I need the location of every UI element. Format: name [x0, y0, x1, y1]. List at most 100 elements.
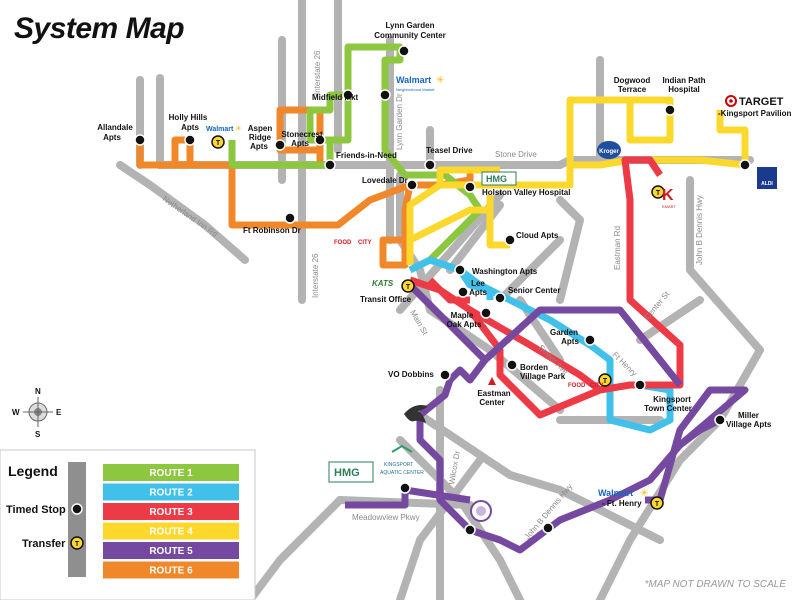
timed-stop[interactable] — [464, 524, 476, 536]
svg-text:T: T — [75, 541, 80, 548]
svg-text:✳: ✳ — [640, 488, 648, 499]
street-label-wilcox: Wilcox Dr — [447, 450, 462, 486]
street-label-eastman: Eastman Rd — [613, 226, 622, 270]
legend-timed-stop-label: Timed Stop — [6, 504, 66, 516]
kats-logo: KATS — [372, 279, 394, 288]
svg-text:FOOD: FOOD — [568, 383, 586, 389]
route-3-spur — [427, 277, 470, 304]
legend-route-swatch — [103, 522, 239, 540]
route-5-loop — [482, 306, 683, 388]
timed-stop[interactable] — [454, 264, 466, 276]
stop-label-ft-henry: - Ft. Henry — [602, 499, 642, 508]
timed-stop[interactable] — [342, 89, 354, 101]
stop-label-target-pav: -Kingsport Pavilion — [718, 109, 791, 118]
timed-stop[interactable] — [739, 159, 751, 171]
legend-transfer-label: Transfer — [22, 538, 66, 550]
timed-stop[interactable] — [634, 379, 646, 391]
svg-text:CITY: CITY — [590, 383, 604, 389]
stop-label-transit: Transit Office — [360, 295, 412, 304]
timed-stop[interactable] — [542, 522, 554, 534]
food-city-logo-west: FOOD CITY — [334, 240, 372, 246]
timed-stop[interactable] — [714, 414, 726, 426]
route-2-branch — [457, 268, 494, 300]
svg-text:T: T — [216, 140, 221, 147]
timed-stop[interactable] — [424, 159, 436, 171]
legend-timed-stop-icon — [71, 503, 83, 515]
svg-text:AQUATIC CENTER: AQUATIC CENTER — [380, 470, 424, 476]
svg-text:✳: ✳ — [436, 75, 444, 86]
svg-text:Walmart: Walmart — [206, 126, 234, 133]
svg-text:T: T — [603, 378, 608, 385]
timed-stop[interactable] — [464, 181, 476, 193]
transfer-icon[interactable]: T — [650, 496, 664, 510]
legend-route-label: ROUTE 3 — [149, 507, 193, 518]
timed-stop[interactable] — [274, 139, 286, 151]
transfer-icon[interactable]: T — [651, 185, 665, 199]
legend-route-label: ROUTE 1 — [149, 468, 193, 479]
street-label-netherland: Netherland Inn Rd — [161, 194, 219, 239]
route-4-lower — [408, 206, 490, 244]
hmg-logo-south: HMG — [328, 461, 374, 483]
stop-label-holston: Holston Valley Hospital — [482, 188, 570, 197]
legend-route-swatch — [103, 542, 239, 559]
eagle-seal-icon — [404, 405, 428, 423]
timed-stop[interactable] — [134, 134, 146, 146]
stop-label-vo: VO Dobbins — [388, 370, 434, 379]
timed-stop[interactable] — [506, 359, 518, 371]
street-label-center: Center St — [643, 289, 672, 321]
timed-stop[interactable] — [406, 179, 418, 191]
kmart-logo: K KMART — [662, 187, 676, 209]
svg-text:KATS: KATS — [372, 279, 394, 288]
stop-label-ft-robinson: Ft Robinson Dr — [243, 226, 301, 235]
timed-stop[interactable] — [184, 134, 196, 146]
street-label-main: Main St — [408, 309, 430, 338]
svg-text:Walmart: Walmart — [598, 488, 633, 498]
street-label-stone: Stone Drive — [495, 150, 537, 159]
route-5-aquatic — [345, 486, 471, 509]
timed-stop[interactable] — [284, 212, 296, 224]
transfer-points: T T T T T — [211, 135, 665, 510]
timed-stop[interactable] — [480, 307, 492, 319]
compass-south: S — [35, 430, 41, 439]
timed-stop[interactable] — [439, 369, 451, 381]
timed-stop[interactable] — [399, 482, 411, 494]
svg-text:T: T — [655, 501, 660, 508]
timed-stop[interactable] — [324, 159, 336, 171]
stop-label-washington: Washington Apts — [472, 267, 538, 276]
timed-stop[interactable] — [664, 104, 676, 116]
transfer-icon[interactable]: T — [598, 373, 612, 387]
timed-stop[interactable] — [584, 334, 596, 346]
legend-route-label: ROUTE 5 — [149, 546, 193, 557]
stop-label-senior: Senior Center — [508, 286, 560, 295]
transfer-icon[interactable]: T — [211, 135, 225, 149]
timed-stop[interactable] — [457, 286, 469, 298]
timed-stop[interactable] — [494, 292, 506, 304]
legend-route-swatch — [103, 503, 239, 520]
stop-label-lovedale: Lovedale Dr — [362, 176, 408, 185]
legend-route-label: ROUTE 6 — [149, 566, 193, 577]
transfer-icon[interactable]: T — [401, 279, 415, 293]
legend-route-label: ROUTE 4 — [149, 527, 193, 538]
route-3-branch — [468, 306, 603, 393]
timed-stop[interactable] — [379, 89, 391, 101]
compass-east: E — [56, 408, 62, 417]
timed-stop[interactable] — [504, 234, 516, 246]
stop-label-teasel: Teasel Drive — [426, 146, 473, 155]
university-seal-icon — [470, 500, 492, 522]
legend-route-swatch — [103, 483, 239, 501]
legend: Legend Timed Stop Transfer T ROUTE 1ROUT… — [0, 449, 256, 600]
svg-text:Walmart: Walmart — [396, 75, 431, 85]
timed-stop[interactable] — [314, 134, 326, 146]
timed-stop[interactable] — [398, 45, 410, 57]
